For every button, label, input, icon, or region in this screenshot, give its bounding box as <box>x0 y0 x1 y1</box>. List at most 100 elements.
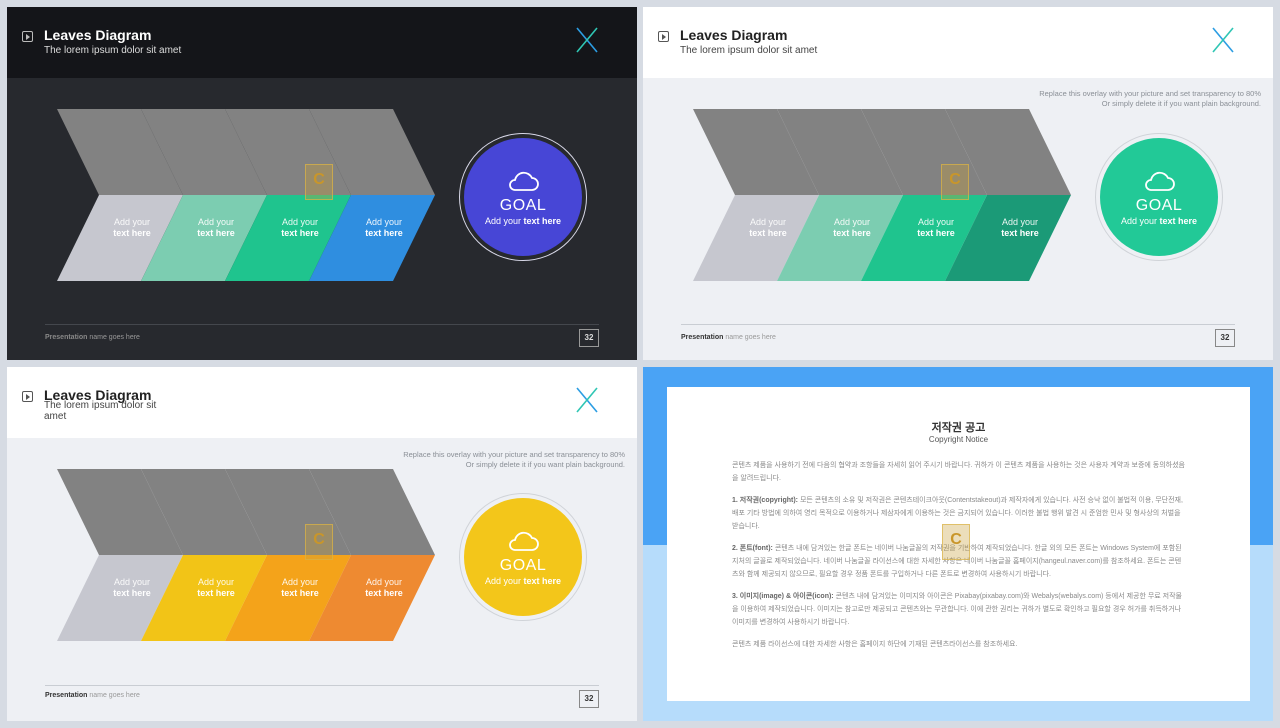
cloud-icon <box>1145 171 1175 191</box>
notice-section-body: 콘텐츠 내에 담겨있는 한글 폰트는 네이버 나눔글꼴의 저작권을 기반하여 제… <box>732 545 1182 578</box>
leaf-label-line2: text here <box>113 588 151 598</box>
footer-bold: Presentation <box>45 692 88 699</box>
x-logo-icon <box>576 27 598 53</box>
notice-section: 3. 이미지(image) & 아이콘(icon): 콘텐츠 내에 담겨있는 이… <box>732 590 1187 629</box>
leaf-top-shape <box>945 109 1071 195</box>
play-icon[interactable] <box>22 391 33 402</box>
leaf-label-line2: text here <box>917 228 955 238</box>
leaf-label-line2: text here <box>833 228 871 238</box>
slide-thumbnail-light-green[interactable]: Leaves Diagram The lorem ipsum dolor sit… <box>643 7 1273 360</box>
slide-title: Leaves Diagram <box>680 27 788 43</box>
goal-text-pre: Add your <box>484 215 524 226</box>
leaf-label-line1: Add your <box>365 577 403 587</box>
footer-text: Presentation name goes here <box>45 334 140 341</box>
goal-text-pre: Add your <box>1120 215 1160 226</box>
slide-subtitle: The lorem ipsum dolor sit amet <box>44 400 157 422</box>
leaves-svg <box>693 109 1071 281</box>
notice-section: 2. 폰트(font): 콘텐츠 내에 담겨있는 한글 폰트는 네이버 나눔글꼴… <box>732 542 1187 581</box>
notice-section-body: 모든 콘텐츠의 소유 및 저작권은 콘텐츠테이크아웃(Contentstakeo… <box>732 497 1183 530</box>
leaf-top-shape <box>309 469 435 555</box>
watermark-logo: C <box>941 164 969 200</box>
notice-intro: 콘텐츠 제품을 사용하기 전에 다음의 협약과 조항들을 자세히 읽어 주시기 … <box>732 462 1185 482</box>
goal-title: GOAL <box>499 196 547 214</box>
notice-card: 저작권 공고 Copyright Notice 콘텐츠 제품을 사용하기 전에 … <box>667 387 1250 701</box>
overlay-note: Replace this overlay with your picture a… <box>1039 89 1261 109</box>
goal-text-bold: text here <box>1159 215 1198 226</box>
leaf-label-line1: Add your <box>749 217 787 227</box>
page-number: 32 <box>1215 329 1235 347</box>
leaf-bottom-shape <box>945 195 1071 281</box>
notice-section-head: 1. 저작권(copyright): <box>732 497 798 504</box>
leaves-svg <box>57 469 435 641</box>
leaf-label-line2: text here <box>113 228 151 238</box>
leaf-label-line1: Add your <box>113 577 151 587</box>
slide-thumbnail-light-yellow[interactable]: Leaves Diagram The lorem ipsum dolor sit… <box>7 367 637 721</box>
leaf-label-line2: text here <box>281 228 319 238</box>
leaf-label-line1: Add your <box>833 217 871 227</box>
slide-thumbnail-copyright[interactable]: 저작권 공고 Copyright Notice 콘텐츠 제품을 사용하기 전에 … <box>643 367 1273 721</box>
slide-header: Leaves Diagram The lorem ipsum dolor sit… <box>643 7 1273 78</box>
slide-thumbnail-dark[interactable]: Leaves Diagram The lorem ipsum dolor sit… <box>7 7 637 360</box>
footer-bold: Presentation <box>45 334 88 341</box>
leaves-svg <box>57 109 435 281</box>
slide-title: Leaves Diagram <box>44 27 152 43</box>
x-logo-icon <box>1212 27 1234 53</box>
footer-divider <box>45 324 599 325</box>
leaf-label-line1: Add your <box>281 217 319 227</box>
leaf-label-line1: Add your <box>197 577 235 587</box>
page-number: 32 <box>579 329 599 347</box>
play-icon[interactable] <box>22 31 33 42</box>
notice-section-head: 2. 폰트(font): <box>732 545 773 552</box>
leaf-label-line1: Add your <box>1001 217 1039 227</box>
watermark-logo: C <box>305 524 333 560</box>
notice-body: 콘텐츠 제품을 사용하기 전에 다음의 협약과 조항들을 자세히 읽어 주시기 … <box>732 459 1187 660</box>
watermark-logo: C <box>305 164 333 200</box>
slide-subtitle: The lorem ipsum dolor sit amet <box>680 45 818 56</box>
goal-text-bold: text here <box>523 575 562 586</box>
footer-divider <box>45 685 599 686</box>
slide-header: Leaves Diagram The lorem ipsum dolor sit… <box>7 367 637 438</box>
goal-text: Add your text here <box>1121 216 1197 226</box>
overlay-note: Replace this overlay with your picture a… <box>403 450 625 470</box>
leaf-label-line1: Add your <box>113 217 151 227</box>
notice-title: 저작권 공고 <box>931 422 986 434</box>
footer-divider <box>681 324 1235 325</box>
leaf-label-line2: text here <box>197 228 235 238</box>
footer-rest: name goes here <box>87 692 140 699</box>
notice-subtitle: Copyright Notice <box>928 435 989 444</box>
leaf-top-shape <box>309 109 435 195</box>
play-icon[interactable] <box>658 31 669 42</box>
x-logo-icon <box>576 387 598 413</box>
leaf-label-line2: text here <box>365 588 403 598</box>
leaf-label-line2: text here <box>749 228 787 238</box>
leaf-bottom-shape <box>309 195 435 281</box>
footer-rest: name goes here <box>87 334 140 341</box>
goal-text: Add your text here <box>485 576 561 586</box>
cloud-icon <box>509 171 539 191</box>
goal-title: GOAL <box>499 556 547 574</box>
goal-title: GOAL <box>1135 196 1183 214</box>
goal-text-pre: Add your <box>484 575 524 586</box>
leaf-label-line1: Add your <box>197 217 235 227</box>
notice-section: 1. 저작권(copyright): 모든 콘텐츠의 소유 및 저작권은 콘텐츠… <box>732 494 1187 533</box>
leaf-label-line2: text here <box>197 588 235 598</box>
leaf-label-line2: text here <box>1001 228 1039 238</box>
slide-header: Leaves Diagram The lorem ipsum dolor sit… <box>7 7 637 78</box>
